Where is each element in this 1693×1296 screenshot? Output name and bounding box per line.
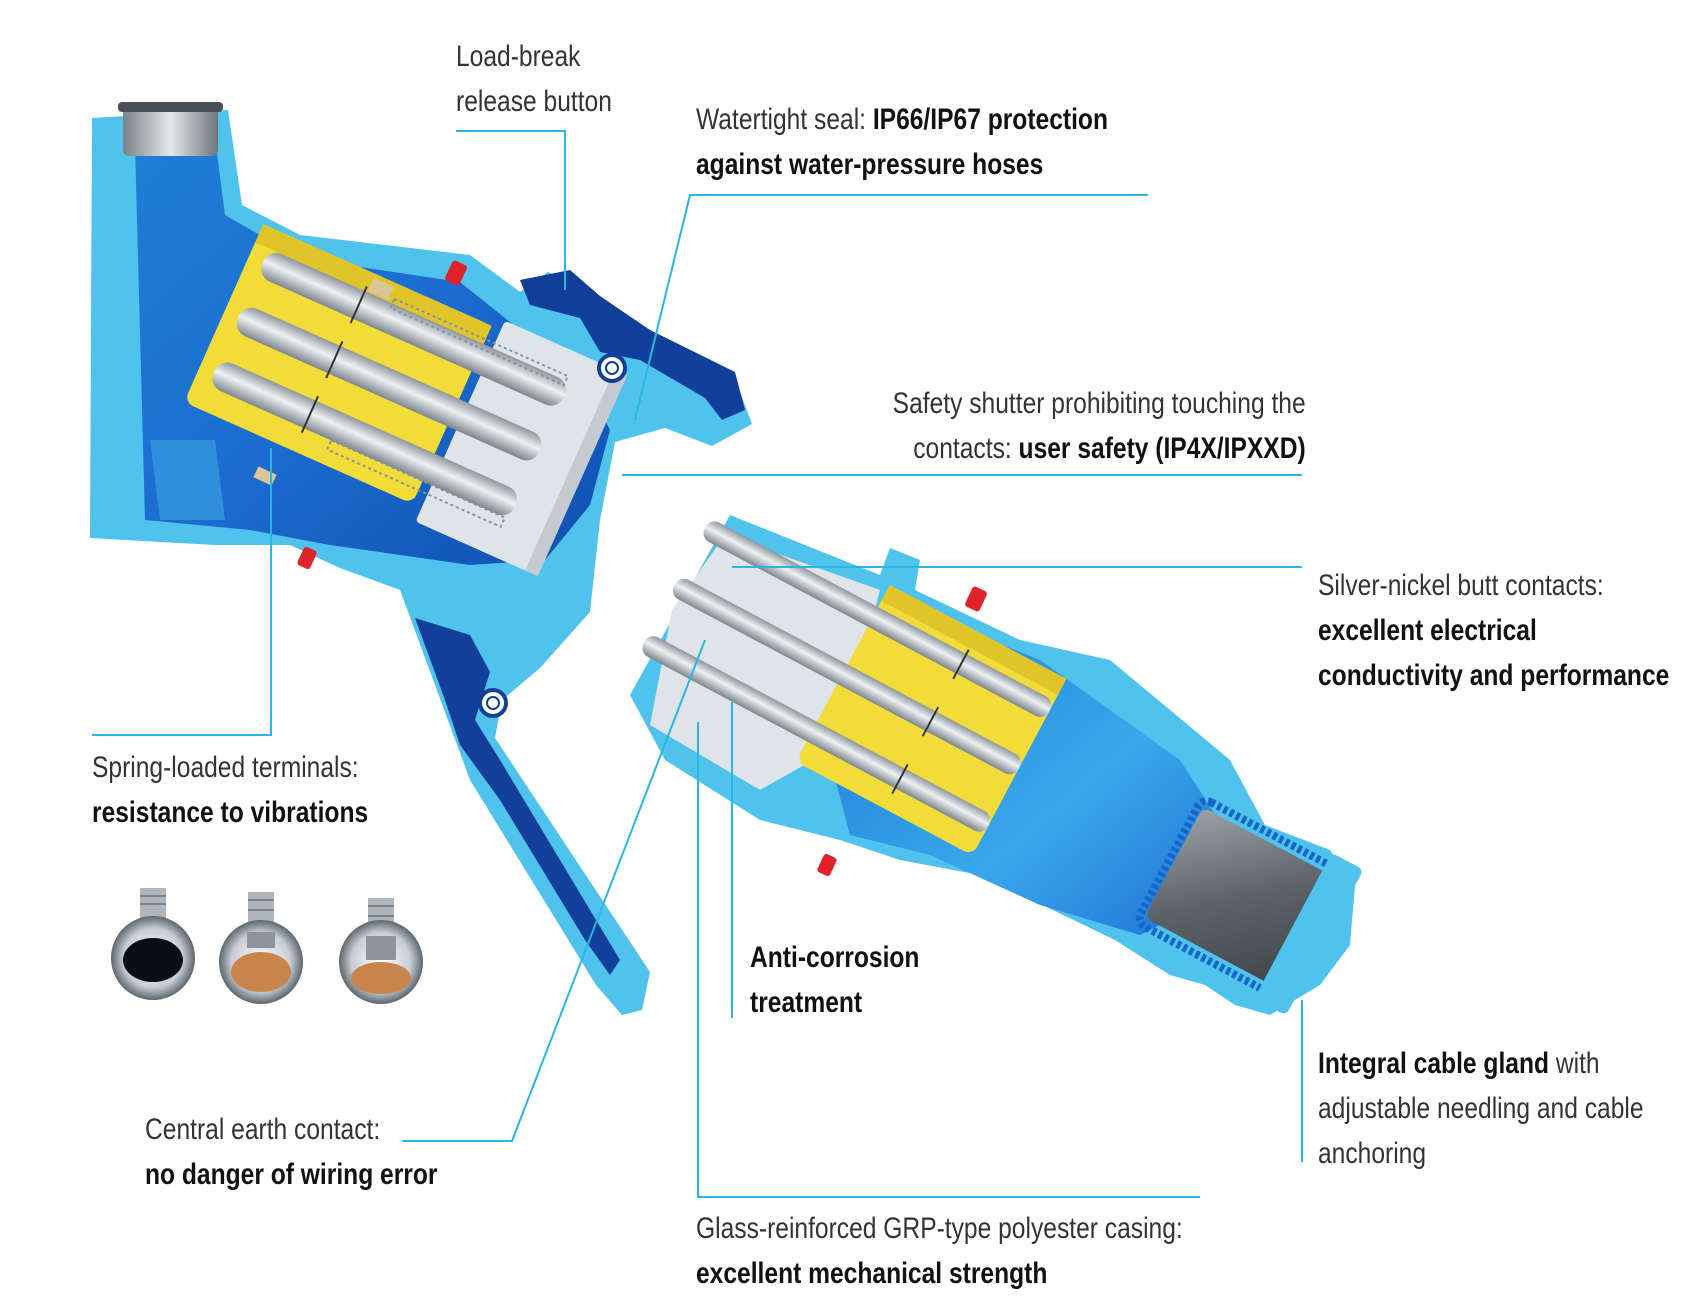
- socket-top-screw-head: [118, 102, 223, 112]
- socket-lower-channel: [150, 440, 225, 520]
- load-break-line1: Load-break: [456, 40, 581, 73]
- cable-gland-normal1: with: [1549, 1047, 1600, 1080]
- socket-spring-1: [388, 297, 570, 387]
- socket-contact-mark-2: [325, 340, 344, 379]
- cable-gland-bold: Integral cable gland: [1318, 1047, 1550, 1080]
- load-break-line2: release button: [456, 85, 612, 118]
- safety-shutter-line2-bold: user safety (IP4X/IPXXD): [1018, 432, 1306, 465]
- plug-insulator-shade: [881, 585, 1067, 695]
- socket-seal-bottom: [297, 546, 317, 570]
- anti-corrosion-bold2: treatment: [750, 986, 863, 1019]
- leader-watertight: [634, 194, 1148, 421]
- leader-spring-loaded: [92, 448, 272, 736]
- central-earth-bold: no danger of wiring error: [145, 1158, 438, 1191]
- central-earth-normal: Central earth contact:: [145, 1113, 381, 1146]
- plug-seal-bottom: [817, 853, 837, 877]
- socket-contact-mark-1: [349, 286, 368, 324]
- label-anti-corrosion: Anti-corrosion treatment: [750, 935, 919, 1025]
- label-safety-shutter: Safety shutter prohibiting touching the …: [893, 381, 1306, 471]
- silver-nickel-bold1: excellent electrical: [1318, 614, 1537, 647]
- socket-seal-tan-1: [368, 278, 394, 300]
- cable-gland-normal3: anchoring: [1318, 1137, 1427, 1170]
- watertight-bold1: IP66/IP67 protection: [872, 103, 1108, 136]
- socket-top-screw: [123, 108, 218, 156]
- anti-corrosion-bold1: Anti-corrosion: [750, 941, 920, 974]
- socket-contact-mark-3: [300, 395, 319, 434]
- silver-nickel-bold2: conductivity and performance: [1318, 659, 1670, 692]
- terminal-empty: [111, 888, 195, 1000]
- plug-pin-mark-1: [952, 649, 970, 680]
- socket-contact-tube-1: [261, 252, 566, 406]
- leader-central-earth: [402, 639, 706, 1142]
- terminal-open-with-wire: [219, 892, 303, 1004]
- safety-shutter-line1: Safety shutter prohibiting touching the: [892, 387, 1306, 420]
- plug-pin-1: [703, 521, 1052, 717]
- load-break-button-lever[interactable]: [520, 270, 745, 420]
- label-silver-nickel: Silver-nickel butt contacts: excellent e…: [1318, 563, 1669, 698]
- watertight-bold2: against water-pressure hoses: [696, 148, 1044, 181]
- lever-pivot-center: [605, 361, 619, 375]
- label-load-break: Load-break release button: [456, 34, 612, 124]
- socket-assembly: [90, 102, 752, 1015]
- terminal-thumbnails: [111, 888, 423, 1004]
- label-central-earth: Central earth contact: no danger of wiri…: [145, 1107, 437, 1197]
- safety-shutter-edge: [525, 369, 628, 577]
- cable-gland-nut: [1256, 854, 1362, 1014]
- leader-glass-reinforced: [697, 722, 1200, 1198]
- leader-lines: [92, 130, 1303, 1198]
- glass-reinforced-bold: excellent mechanical strength: [696, 1257, 1048, 1290]
- label-cable-gland: Integral cable gland with adjustable nee…: [1318, 1041, 1644, 1176]
- socket-hinge-arm: [415, 618, 620, 975]
- plug-pin-mark-3: [891, 763, 909, 795]
- socket-contact-tube-3: [212, 362, 518, 516]
- hinge-pivot-center: [486, 696, 500, 710]
- safety-shutter-line2-normal: contacts:: [913, 432, 1019, 465]
- cable-gland-thread: [1135, 797, 1345, 998]
- spring-loaded-bold: resistance to vibrations: [92, 796, 369, 829]
- plug-seal-top: [965, 586, 987, 612]
- watertight-normal: Watertight seal:: [696, 103, 873, 136]
- plug-pin-mark-2: [921, 706, 940, 737]
- cable-gland-normal2: adjustable needling and cable: [1318, 1092, 1644, 1125]
- socket-seal-top: [445, 260, 467, 286]
- hinge-pivot: [478, 688, 508, 718]
- plug-pin-3: [642, 636, 991, 832]
- label-spring-loaded: Spring-loaded terminals: resistance to v…: [92, 745, 368, 835]
- plug-assembly: [630, 515, 1362, 1015]
- label-watertight: Watertight seal: IP66/IP67 protection ag…: [696, 97, 1108, 187]
- leader-load-break: [456, 130, 566, 290]
- terminal-clamped-wire: [339, 898, 423, 1004]
- label-glass-reinforced: Glass-reinforced GRP-type polyester casi…: [696, 1206, 1183, 1296]
- plug-pin-2: [673, 578, 1021, 775]
- socket-contact-tube-2: [236, 307, 542, 461]
- spring-loaded-normal: Spring-loaded terminals:: [92, 751, 359, 784]
- silver-nickel-normal: Silver-nickel butt contacts:: [1318, 569, 1604, 602]
- glass-reinforced-normal: Glass-reinforced GRP-type polyester casi…: [696, 1212, 1183, 1245]
- lever-pivot: [597, 353, 627, 383]
